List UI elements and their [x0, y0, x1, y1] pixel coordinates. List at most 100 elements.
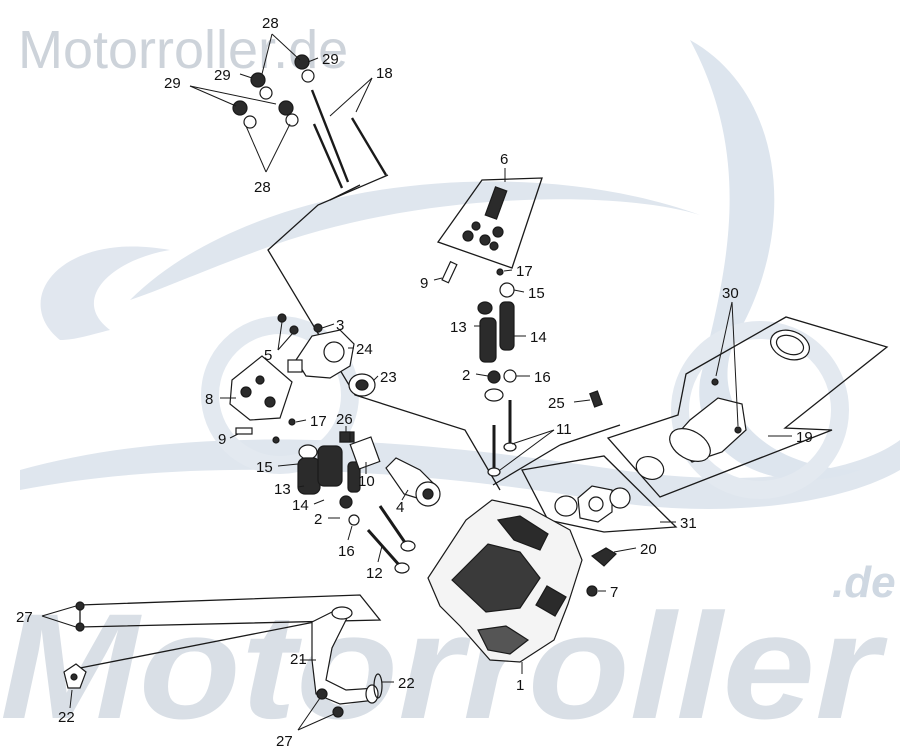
frame-gasket-group [521, 455, 678, 533]
cap-nut-1 [250, 72, 266, 88]
leader-29a [239, 73, 253, 79]
rocker-nut-c [492, 226, 504, 238]
valve-spring-inner-left [317, 445, 343, 487]
leader-29c-1 [189, 85, 237, 107]
callout-c27a: 27 [16, 609, 33, 626]
callout-c28b: 28 [254, 179, 271, 196]
callout-c15b: 15 [256, 459, 273, 476]
callout-c8: 8 [205, 391, 213, 408]
intake-flange [669, 428, 711, 462]
valve-seat-right [487, 370, 501, 384]
leader-28a-2 [271, 33, 301, 61]
callout-c17a: 17 [516, 263, 533, 280]
callout-c23: 23 [380, 369, 397, 386]
frame-head-right-a [492, 444, 561, 486]
intake-manifold [635, 329, 810, 480]
cap-nut-group-top [232, 54, 315, 129]
leader-14b [313, 499, 325, 505]
callout-c22b: 22 [58, 709, 75, 726]
valve-collar-right [484, 388, 504, 402]
leader-28b-2 [265, 123, 291, 173]
valve-pin-right [441, 260, 458, 284]
callout-c21: 21 [290, 651, 307, 668]
callout-c31: 31 [680, 515, 697, 532]
washer-4 [285, 113, 299, 127]
callout-c11: 11 [556, 421, 572, 438]
valve-12 [366, 505, 416, 574]
callout-c14b: 14 [292, 497, 309, 514]
frame-head-right-b [559, 424, 621, 446]
cylinder-head-detail-a [451, 543, 541, 613]
callout-leaders [41, 33, 792, 731]
rocker-assembly-left [229, 355, 293, 421]
washer-2 [301, 69, 315, 83]
rocker-left-body [229, 355, 293, 421]
rocker-nut-d [489, 241, 499, 251]
valves [487, 400, 517, 477]
seal-23 [348, 373, 376, 397]
callout-c2b: 2 [314, 511, 322, 528]
gasket-ring-right [609, 487, 631, 509]
valve-retainer-left [298, 444, 318, 460]
cylinder-head-port [535, 585, 567, 617]
cap-nut-3 [232, 100, 248, 116]
watermark-loop-left [40, 246, 170, 340]
thermostat-bolt-c [313, 323, 323, 333]
leader-5-1 [277, 321, 283, 351]
rocker-nut-e [471, 221, 481, 231]
part-20-body [590, 547, 617, 567]
thermostat-bolt-b [289, 325, 299, 335]
callout-c14a: 14 [530, 329, 547, 346]
callout-c25: 25 [548, 395, 565, 412]
leader-27b-2 [297, 713, 335, 731]
water-pipe-end-b [365, 684, 379, 704]
leader-2a [475, 373, 489, 377]
leader-17b [295, 419, 307, 423]
washer-1 [259, 86, 273, 100]
valve-12-guide [378, 505, 408, 545]
part-26-body [339, 431, 351, 443]
hose-clamps-27-bottom [316, 688, 344, 718]
leader-29c-2 [189, 85, 277, 105]
valve-key-left-b [272, 436, 280, 444]
leader-9a [433, 277, 443, 281]
callout-c27b: 27 [276, 733, 293, 750]
watermark-corner-text: .de [832, 558, 896, 607]
callout-c13b: 13 [274, 481, 291, 498]
leader-11-2 [499, 429, 555, 471]
leader-18-1 [355, 77, 373, 113]
callout-c9a: 9 [420, 275, 428, 292]
watermark: Motorroller.de Motorroller .de [0, 20, 900, 750]
valve-spring-inner-right [479, 317, 497, 363]
cylinder-head-detail-c [477, 625, 530, 655]
callout-c1: 1 [516, 677, 524, 694]
valve-head-11a [503, 442, 517, 452]
part-7 [586, 585, 598, 597]
watermark-wheel-right [671, 321, 849, 499]
callout-c16a: 16 [534, 369, 551, 386]
stud-bolt-2 [350, 117, 388, 176]
leader-15b [277, 463, 299, 467]
callout-c2a: 2 [462, 367, 470, 384]
leader-27a-2 [41, 615, 77, 628]
callout-c18: 18 [376, 65, 393, 82]
stud-bolts [310, 89, 388, 189]
leader-13b [297, 485, 305, 488]
cylinder-head [427, 499, 583, 663]
watermark-top-text: Motorroller.de [18, 20, 348, 80]
callout-c20: 20 [640, 541, 657, 558]
watermark-swoosh-upper [130, 181, 700, 300]
leader-30-1 [715, 301, 733, 377]
callout-c6: 6 [500, 151, 508, 168]
bolt-25-body [589, 390, 603, 408]
valve-spring-outer-left [297, 457, 321, 495]
leader-15a [513, 289, 525, 293]
stud-bolt-3 [312, 123, 344, 189]
leader-25 [573, 399, 591, 403]
leader-9b [229, 433, 239, 439]
valve-cap-right [477, 301, 493, 315]
gasket-10 [349, 436, 381, 470]
callout-c28a: 28 [262, 15, 279, 32]
